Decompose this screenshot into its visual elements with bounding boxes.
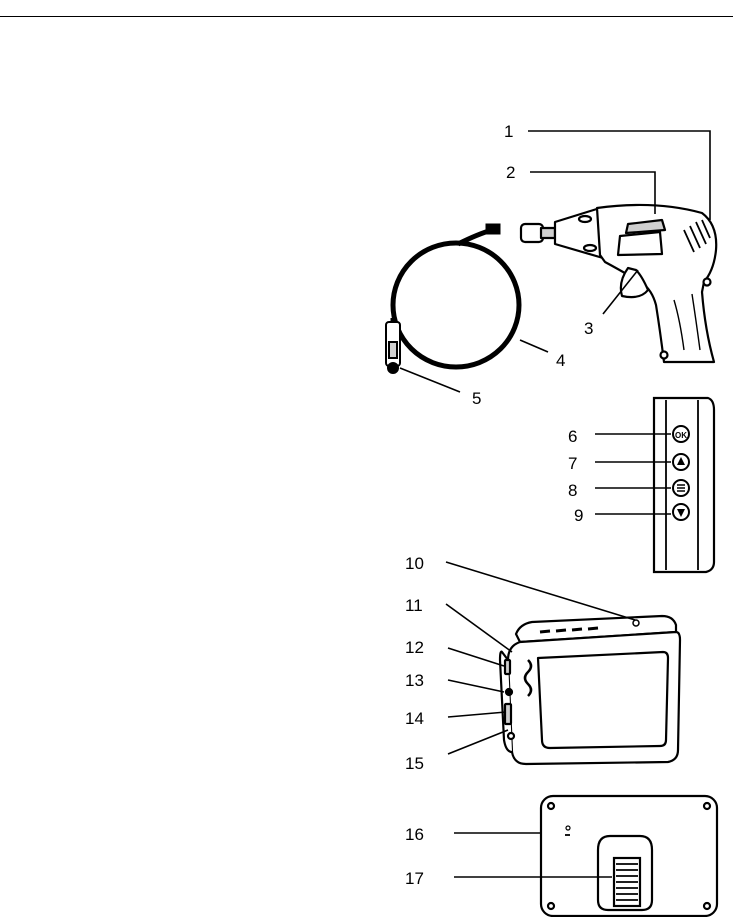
down-arrow-button-icon [673,504,689,520]
callout-5: 5 [472,389,481,408]
ok-button-icon: OK [673,426,689,442]
camera-head [386,322,400,373]
callout-17: 17 [405,869,424,888]
callout-15: 15 [405,754,424,773]
menu-button-icon [673,480,689,496]
callout-9: 9 [574,506,583,525]
callout-13: 13 [405,671,424,690]
callout-10: 10 [405,554,424,573]
callout-2: 2 [506,163,515,182]
callout-4: 4 [556,351,565,370]
callout-8: 8 [568,481,577,500]
callout-7: 7 [568,454,577,473]
up-arrow-button-icon [673,454,689,470]
callout-12: 12 [405,638,424,657]
callout-1: 1 [504,122,513,141]
gooseneck-cable [393,224,519,367]
monitor-front-view [500,616,680,764]
callout-6: 6 [568,427,577,446]
callout-3: 3 [584,319,593,338]
pistol-grip-handle [521,205,716,362]
ok-button-label: OK [675,431,687,440]
monitor-back-view [541,796,717,916]
callout-16: 16 [405,825,424,844]
callout-11: 11 [405,596,423,615]
callout-14: 14 [405,709,424,728]
